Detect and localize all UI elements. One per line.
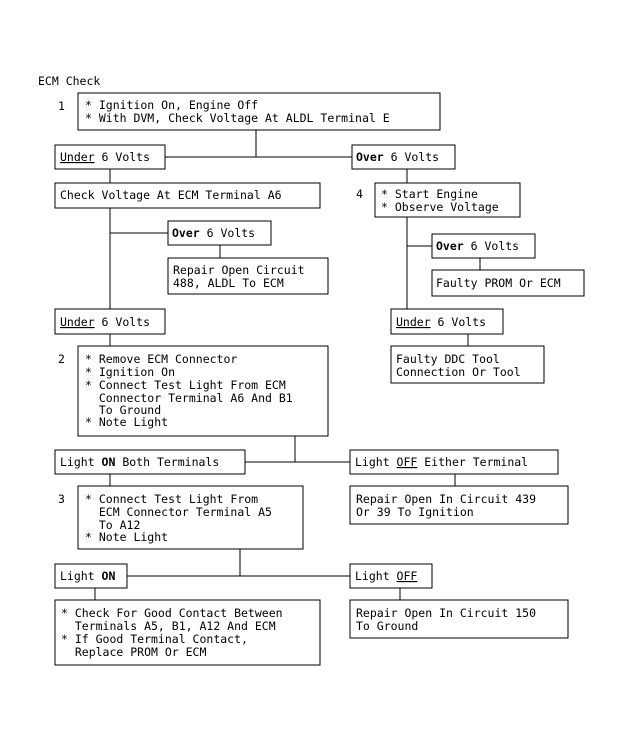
label-prefix: Light xyxy=(60,569,102,583)
label-suffix: 6 Volts xyxy=(200,226,255,240)
box-step2-line: * Ignition On xyxy=(85,365,175,379)
box-under-6-volts-3-label: Under 6 Volts xyxy=(396,315,486,329)
box-repair-488-line: Repair Open Circuit xyxy=(173,263,305,277)
box-step4-line: * Observe Voltage xyxy=(381,200,499,214)
step-number-3: 3 xyxy=(58,492,65,506)
label-emphasis: ON xyxy=(102,455,116,469)
box-step2-line: * Note Light xyxy=(85,415,168,429)
box-over-6-volts-3-label: Over 6 Volts xyxy=(436,239,519,253)
label-emphasis: Over xyxy=(356,150,384,164)
box-step1: * Ignition On, Engine Off * With DVM, Ch… xyxy=(77,92,441,131)
box-check-contact-line: Replace PROM Or ECM xyxy=(61,645,206,659)
box-light-off: Light OFF xyxy=(349,563,433,589)
label-emphasis: Over xyxy=(172,226,200,240)
box-faulty-ddc-tool-line: Connection Or Tool xyxy=(396,365,521,379)
label-emphasis: Under xyxy=(60,315,95,329)
label-prefix: Light xyxy=(355,569,397,583)
label-prefix: Light xyxy=(60,455,102,469)
chart-title: ECM Check xyxy=(38,74,100,88)
box-repair-150-line: Repair Open In Circuit 150 xyxy=(356,606,536,620)
box-check-voltage-a6: Check Voltage At ECM Terminal A6 xyxy=(54,182,321,209)
box-step3-line: * Connect Test Light From xyxy=(85,492,258,506)
box-under-6-volts-2: Under 6 Volts xyxy=(54,308,166,335)
label-emphasis: ON xyxy=(102,569,116,583)
box-step1-line: * Ignition On, Engine Off xyxy=(85,98,258,112)
box-over-6-volts-3: Over 6 Volts xyxy=(431,233,536,259)
box-step2-line: * Connect Test Light From ECM xyxy=(85,378,286,392)
box-step2: * Remove ECM Connector * Ignition On * C… xyxy=(77,345,329,437)
step-number-2: 2 xyxy=(58,352,65,366)
box-light-on: Light ON xyxy=(54,563,128,589)
box-under-6-volts-2-label: Under 6 Volts xyxy=(60,315,150,329)
label-suffix: Both Terminals xyxy=(115,455,219,469)
label-suffix: 6 Volts xyxy=(384,150,439,164)
box-faulty-ddc-tool-line: Faulty DDC Tool xyxy=(396,352,500,366)
box-under-6-volts-3: Under 6 Volts xyxy=(390,308,504,335)
box-step3-line: * Note Light xyxy=(85,530,168,544)
step-number-4: 4 xyxy=(356,187,363,201)
box-light-on-both-label: Light ON Both Terminals xyxy=(60,455,219,469)
label-suffix: 6 Volts xyxy=(464,239,519,253)
box-step1-line: * With DVM, Check Voltage At ALDL Termin… xyxy=(85,111,390,125)
box-step2-line: To Ground xyxy=(85,403,161,417)
label-emphasis: OFF xyxy=(397,569,418,583)
box-repair-150: Repair Open In Circuit 150 To Ground xyxy=(349,599,569,639)
box-under-6-volts-1: Under 6 Volts xyxy=(54,144,166,170)
box-repair-488-line: 488, ALDL To ECM xyxy=(173,276,284,290)
box-over-6-volts-1: Over 6 Volts xyxy=(351,144,456,170)
box-light-off-label: Light OFF xyxy=(355,569,417,583)
label-suffix: 6 Volts xyxy=(95,315,150,329)
box-repair-150-line: To Ground xyxy=(356,619,418,633)
box-check-contact: * Check For Good Contact Between Termina… xyxy=(54,599,321,666)
box-check-contact-line: Terminals A5, B1, A12 And ECM xyxy=(61,619,276,633)
box-light-off-either: Light OFF Either Terminal xyxy=(349,449,559,475)
box-step2-line: Connector Terminal A6 And B1 xyxy=(85,391,293,405)
box-over-6-volts-2: Over 6 Volts xyxy=(167,220,272,246)
label-emphasis: Under xyxy=(60,150,95,164)
label-suffix: Either Terminal xyxy=(417,455,528,469)
label-suffix: 6 Volts xyxy=(431,315,486,329)
box-faulty-prom-ecm: Faulty PROM Or ECM xyxy=(431,269,585,297)
box-over-6-volts-1-label: Over 6 Volts xyxy=(356,150,439,164)
box-step2-line: * Remove ECM Connector xyxy=(85,352,237,366)
box-faulty-ddc-tool: Faulty DDC Tool Connection Or Tool xyxy=(390,345,545,384)
box-over-6-volts-2-label: Over 6 Volts xyxy=(172,226,255,240)
box-light-off-either-label: Light OFF Either Terminal xyxy=(355,455,528,469)
box-step4-line: * Start Engine xyxy=(381,187,478,201)
label-emphasis: Under xyxy=(396,315,431,329)
box-light-on-both: Light ON Both Terminals xyxy=(54,449,246,475)
box-step4: * Start Engine * Observe Voltage xyxy=(374,182,521,218)
box-check-contact-line: * If Good Terminal Contact, xyxy=(61,632,248,646)
box-under-6-volts-1-label: Under 6 Volts xyxy=(60,150,150,164)
label-suffix: 6 Volts xyxy=(95,150,150,164)
label-prefix: Light xyxy=(355,455,397,469)
connector-lines xyxy=(94,130,481,600)
box-step3-line: To A12 xyxy=(85,518,140,532)
box-step3: * Connect Test Light From ECM Connector … xyxy=(77,485,304,550)
box-repair-439: Repair Open In Circuit 439 Or 39 To Igni… xyxy=(349,485,569,525)
step-number-1: 1 xyxy=(58,99,65,113)
box-check-voltage-a6-line: Check Voltage At ECM Terminal A6 xyxy=(60,188,282,202)
box-repair-439-line: Or 39 To Ignition xyxy=(356,505,474,519)
box-check-contact-line: * Check For Good Contact Between xyxy=(61,606,283,620)
box-faulty-prom-ecm-line: Faulty PROM Or ECM xyxy=(436,276,561,290)
box-step3-line: ECM Connector Terminal A5 xyxy=(85,505,272,519)
box-repair-488: Repair Open Circuit 488, ALDL To ECM xyxy=(167,257,329,295)
box-light-on-label: Light ON xyxy=(60,569,115,583)
label-emphasis: Over xyxy=(436,239,464,253)
label-emphasis: OFF xyxy=(397,455,418,469)
box-repair-439-line: Repair Open In Circuit 439 xyxy=(356,492,536,506)
